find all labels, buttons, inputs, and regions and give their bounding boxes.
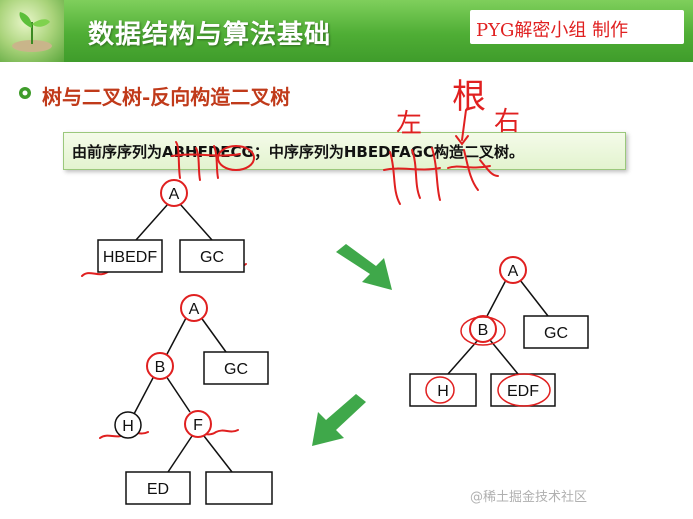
bullet-icon (19, 87, 31, 99)
inorder-scribble-right (463, 149, 499, 191)
plant-logo-icon (0, 0, 64, 62)
tree1-left-label: HBEDF (103, 249, 157, 266)
inorder-scribble (389, 147, 441, 205)
tree2-gc-label: GC (544, 325, 568, 342)
tree3-gc-label: GC (224, 361, 248, 378)
tree2-root-label: A (508, 263, 519, 280)
tree3-h-node (114, 411, 142, 439)
preorder-circle (217, 145, 255, 171)
root-pointer-mark (461, 109, 467, 141)
watermark: @稀土掘金技术社区 (470, 490, 588, 505)
tree3-b-label: B (155, 359, 166, 376)
tree3-ed-label: ED (147, 481, 169, 498)
tree3-b-node (146, 352, 174, 380)
problem-statement-box: 由前序序列为ABHFDECG；中序序列为HBEDFAGC构造二叉树。 (63, 132, 626, 170)
arrow-left-icon (312, 394, 366, 446)
annotation-left: 左 (396, 109, 422, 139)
tree2-gc-box (523, 315, 589, 349)
tree3-h-label: H (122, 418, 134, 435)
tree3-f-label: F (193, 417, 203, 434)
tree1-root-node (160, 179, 188, 207)
header-bar: 数据结构与算法基础 PYG解密小组 制作 (0, 0, 693, 62)
tree2-b-label: B (478, 322, 489, 339)
root-arrowhead-mark (455, 135, 469, 146)
tree1-right-label: GC (200, 249, 224, 266)
tree1-left-box (97, 239, 163, 273)
tree1-right-box (179, 239, 245, 273)
section-title: 树与二叉树-反向构造二叉树 (42, 85, 291, 109)
tree1-root-label: A (169, 186, 180, 203)
author-label: PYG解密小组 制作 (476, 20, 629, 41)
handwritten-annotations: 左 根 右 (81, 77, 520, 495)
slide-title: 数据结构与算法基础 (88, 20, 332, 50)
tree3-ed-box (125, 471, 191, 505)
annotation-root: 根 (452, 77, 486, 117)
inorder-strike-left (383, 167, 441, 171)
tree2-root-node (499, 256, 527, 284)
arrow-right-icon (336, 244, 392, 290)
problem-text: 由前序序列为ABHFDECG；中序序列为HBEDFAGC构造二叉树。 (72, 143, 525, 161)
tree3-empty-box (205, 471, 273, 505)
tree3-root-node (180, 294, 208, 322)
tree3-gc-box (203, 351, 269, 385)
tree2-b-node (469, 315, 497, 343)
tree2-h-box (409, 373, 477, 407)
preorder-scribble (175, 141, 219, 181)
preorder-strike (171, 153, 241, 157)
tree-step-2: A B GC H EDF (409, 256, 589, 407)
tree-step-3: A B GC H F ED (114, 294, 273, 505)
tree3-f-node (184, 410, 212, 438)
tree3-root-label: A (189, 301, 200, 318)
author-box: PYG解密小组 制作 (470, 10, 684, 44)
annotation-right: 右 (494, 107, 520, 137)
inorder-strike-right (447, 165, 491, 169)
tree2-edf-label: EDF (507, 383, 539, 400)
tree-step-1: A HBEDF GC (97, 179, 245, 273)
tree2-h-label: H (437, 383, 449, 400)
